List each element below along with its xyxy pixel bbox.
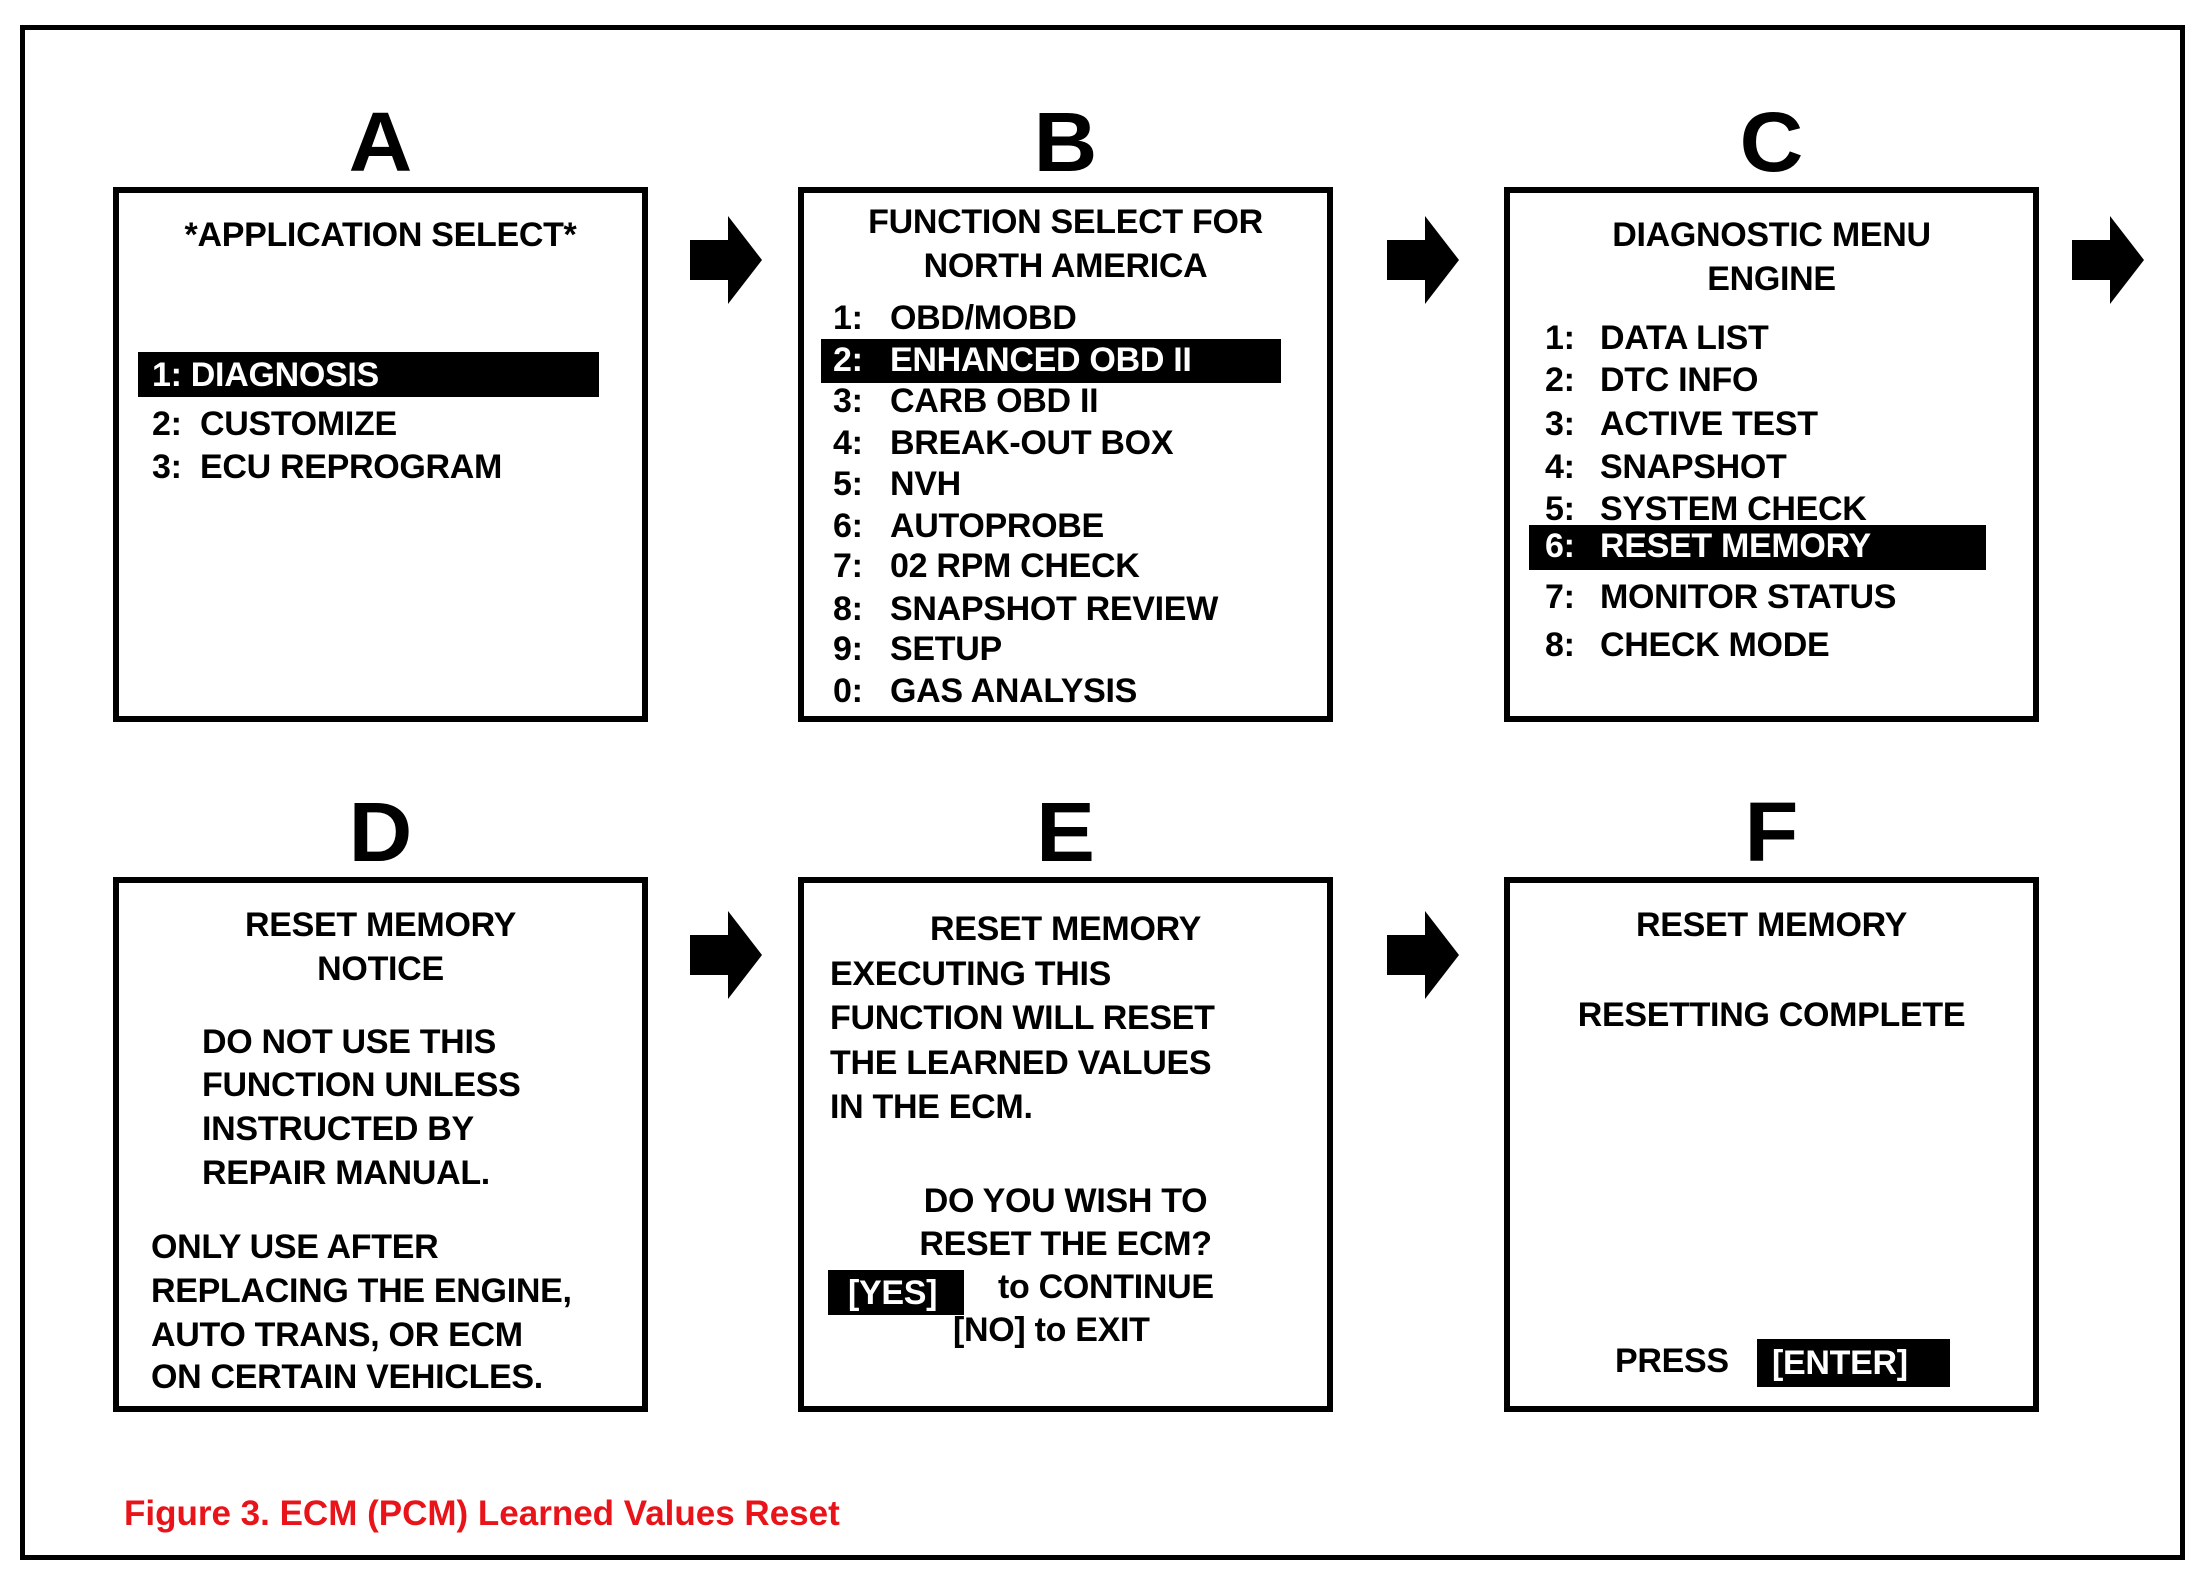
screen-title: NORTH AMERICA [923,247,1208,285]
body-text: EXECUTING THIS [830,955,1112,993]
menu-item-number: 7: [1545,578,1575,616]
enter-key[interactable] [1757,1339,1950,1387]
menu-item-label: SNAPSHOT [1600,448,1787,486]
menu-item-label: CARB OBD II [890,382,1099,420]
body-text: IN THE ECM. [830,1088,1033,1126]
screen-title: FUNCTION SELECT FOR [868,203,1263,241]
menu-item-label: SETUP [890,630,1002,668]
menu-item-label: ACTIVE TEST [1600,405,1818,443]
menu-item-number: 5: [1545,490,1575,528]
menu-item-number: 1: [833,299,863,337]
yes-key[interactable] [828,1270,964,1315]
enter-key-label[interactable]: [ENTER] [1772,1344,1908,1382]
menu-item-label: ENHANCED OBD II [890,341,1192,379]
screen-title: NOTICE [317,950,444,988]
arrow-right-icon [1387,216,1459,304]
notice-text: INSTRUCTED BY [202,1110,474,1148]
menu-item-label: CHECK MODE [1600,626,1830,664]
menu-item-diagnosis[interactable]: 1: DIAGNOSIS [152,356,379,394]
continue-text: to CONTINUE [998,1268,1214,1306]
menu-item-label: DTC INFO [1600,361,1759,399]
menu-item-label: SYSTEM CHECK [1600,490,1867,528]
selection-highlight [1529,525,1986,570]
screen-reset-memory-complete: RESET MEMORY RESETTING COMPLETE PRESS [E… [1504,877,2039,1412]
menu-item-number: 9: [833,630,863,668]
figure-caption: Figure 3. ECM (PCM) Learned Values Reset [124,1494,840,1533]
menu-item-ecu-reprogram[interactable]: 3: ECU REPROGRAM [152,448,503,486]
menu-item-label: GAS ANALYSIS [890,672,1138,710]
panel-letter-b: B [1033,95,1098,189]
menu-item-number: 5: [833,465,863,503]
body-text: FUNCTION WILL RESET [830,999,1215,1037]
selection-highlight [821,339,1281,383]
question-text: DO YOU WISH TO [923,1182,1208,1220]
body-text: THE LEARNED VALUES [830,1044,1212,1082]
screen-title: ENGINE [1707,260,1836,298]
yes-key-label[interactable]: [YES] [848,1274,938,1312]
menu-item-number: 1: [1545,319,1575,357]
menu-item-label: NVH [890,465,961,503]
notice-text: AUTO TRANS, OR ECM [151,1316,523,1354]
exit-text[interactable]: [NO] to EXIT [953,1311,1150,1349]
panel-letter-f: F [1744,785,1799,879]
menu-item-number: 4: [1545,448,1575,486]
arrow-right-icon [690,911,762,999]
screen-title: RESET MEMORY [1636,906,1907,944]
press-text: PRESS [1615,1342,1729,1380]
menu-item-number: 3: [1545,405,1575,443]
menu-item-label: 02 RPM CHECK [890,547,1140,585]
arrow-right-icon [690,216,762,304]
panel-letter-e: E [1036,785,1095,879]
figure-frame [20,25,2185,1560]
menu-item-number: 6: [1545,527,1575,565]
menu-item-number: 2: [833,341,863,379]
screen-diagnostic-menu: DIAGNOSTIC MENU ENGINE 1: DATA LIST 2: DTC … [1504,187,2039,722]
arrow-right-icon [1387,911,1459,999]
menu-item-label: OBD/MOBD [890,299,1077,337]
menu-item-number: 4: [833,424,863,462]
menu-item-label: DATA LIST [1600,319,1769,357]
arrow-right-icon [2072,216,2144,304]
notice-text: FUNCTION UNLESS [202,1066,521,1104]
notice-text: ON CERTAIN VEHICLES. [151,1358,543,1396]
menu-item-number: 6: [833,507,863,545]
menu-item-number: 2: [1545,361,1575,399]
menu-item-label: RESET MEMORY [1600,527,1871,565]
screen-function-select: FUNCTION SELECT FOR NORTH AMERICA 1: OBD/… [798,187,1333,722]
screen-reset-memory-notice: RESET MEMORY NOTICE DO NOT USE THIS FUNC… [113,877,648,1412]
panel-letter-c: C [1739,95,1804,189]
notice-text: REPLACING THE ENGINE, [151,1272,572,1310]
menu-item-number: 7: [833,547,863,585]
menu-item-number: 8: [1545,626,1575,664]
screen-title: RESET MEMORY [245,906,516,944]
question-text: RESET THE ECM? [919,1225,1212,1263]
screen-title: *APPLICATION SELECT* [184,216,577,254]
screen-title: RESET MEMORY [930,910,1201,948]
menu-item-customize[interactable]: 2: CUSTOMIZE [152,405,397,443]
menu-item-label: BREAK-OUT BOX [890,424,1174,462]
menu-item-number: 3: [833,382,863,420]
selection-highlight [138,352,599,397]
menu-item-label: SNAPSHOT REVIEW [890,590,1218,628]
menu-item-number: 0: [833,672,863,710]
notice-text: ONLY USE AFTER [151,1228,439,1266]
screen-reset-memory-confirm: RESET MEMORY EXECUTING THIS FUNCTION WIL… [798,877,1333,1412]
notice-text: DO NOT USE THIS [202,1023,496,1061]
menu-item-number: 8: [833,590,863,628]
panel-letter-d: D [348,785,413,879]
menu-item-label: AUTOPROBE [890,507,1104,545]
screen-title: DIAGNOSTIC MENU [1612,216,1931,254]
screen-application-select: *APPLICATION SELECT* 1: DIAGNOSIS 2: CUS… [113,187,648,722]
status-text: RESETTING COMPLETE [1577,996,1966,1034]
panel-letter-a: A [348,95,413,189]
notice-text: REPAIR MANUAL. [202,1154,490,1192]
menu-item-label: MONITOR STATUS [1600,578,1897,616]
